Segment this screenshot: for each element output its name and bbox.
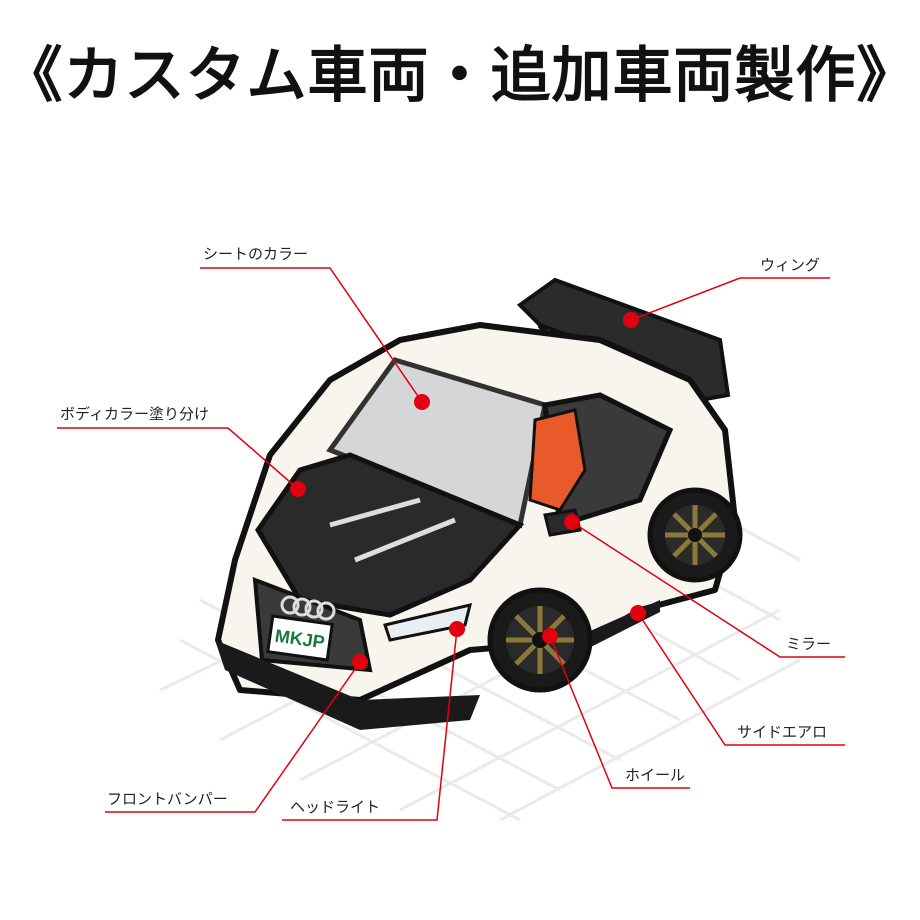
leader-lines bbox=[57, 267, 845, 821]
page-title: 《カスタム車両・追加車両製作》 bbox=[2, 41, 918, 111]
leader-line-body bbox=[57, 427, 299, 490]
leader-line-front-bumper bbox=[105, 661, 361, 813]
leader-line-wing bbox=[630, 277, 830, 321]
marker-wheel bbox=[542, 628, 558, 644]
leader-line-side-aero bbox=[637, 612, 845, 746]
license-plate bbox=[266, 614, 334, 662]
label-wheel: ホイール bbox=[625, 766, 686, 784]
marker-body bbox=[290, 481, 306, 497]
marker-front-bumper bbox=[352, 654, 368, 670]
leader-line-mirror bbox=[571, 521, 845, 658]
marker-mirror bbox=[564, 514, 580, 530]
marker-side-aero bbox=[630, 605, 646, 621]
leader-line-headlight bbox=[282, 628, 458, 821]
label-body-color: ボディカラー塗り分け bbox=[60, 405, 209, 423]
front-wheel bbox=[487, 587, 593, 693]
rear-wheel bbox=[647, 487, 743, 583]
leader-line-wheel bbox=[549, 635, 690, 789]
label-mirror: ミラー bbox=[786, 635, 832, 653]
label-side-aero: サイドエアロ bbox=[737, 723, 828, 741]
marker-headlight bbox=[449, 621, 465, 637]
audi-rings-logo bbox=[280, 595, 336, 621]
headlight bbox=[383, 602, 473, 642]
label-front-bumper: フロントバンパー bbox=[107, 790, 228, 808]
marker-seat bbox=[414, 394, 430, 410]
markers bbox=[290, 312, 646, 670]
leader-line-seat bbox=[200, 267, 423, 403]
label-wing: ウィング bbox=[760, 256, 821, 274]
label-headlight: ヘッドライト bbox=[290, 798, 381, 816]
label-seat-color: シートのカラー bbox=[203, 245, 309, 263]
car-illustration: MKJP bbox=[215, 277, 743, 730]
seat bbox=[528, 408, 587, 512]
marker-wing bbox=[623, 312, 639, 328]
front-bumper-lip bbox=[215, 640, 480, 730]
